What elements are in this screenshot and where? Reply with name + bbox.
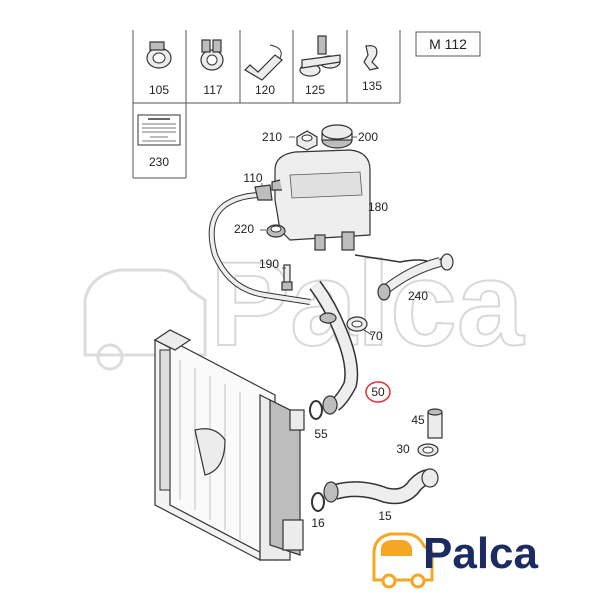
seal-16[interactable] xyxy=(311,492,325,512)
callout-70: 70 xyxy=(369,329,383,343)
callout-210: 210 xyxy=(262,130,282,144)
callout-30: 30 xyxy=(396,442,410,456)
hose-clip-icon[interactable] xyxy=(244,44,283,81)
engine-code-box: M 112 xyxy=(415,31,481,57)
warning-label-icon[interactable] xyxy=(137,114,181,146)
radiator[interactable] xyxy=(153,329,305,561)
part-230-number: 230 xyxy=(149,155,169,169)
hose-15[interactable] xyxy=(323,468,439,505)
sensor-210[interactable] xyxy=(296,130,318,151)
highlight-50[interactable]: 50 xyxy=(365,381,391,403)
hose-50[interactable] xyxy=(309,280,359,415)
watermark-text: Palca xyxy=(210,237,525,371)
grommet-220[interactable] xyxy=(266,224,286,238)
callout-55: 55 xyxy=(314,427,328,441)
hose-240[interactable] xyxy=(354,253,454,301)
part-120-number: 120 xyxy=(255,83,275,97)
car-silhouette-icon xyxy=(372,532,434,589)
callout-50: 50 xyxy=(371,385,385,399)
brand-logo[interactable]: Palca xyxy=(372,529,539,589)
bent-clip-icon[interactable] xyxy=(363,45,380,71)
part-125-number: 125 xyxy=(305,83,325,97)
callout-16: 16 xyxy=(311,516,325,530)
spring-clamp-icon[interactable] xyxy=(200,39,224,71)
clamp-30[interactable] xyxy=(417,443,439,457)
part-117-number: 117 xyxy=(203,83,222,97)
callout-110: 110 xyxy=(243,171,262,185)
accessory-grid xyxy=(132,30,401,179)
clamp-70[interactable] xyxy=(346,316,368,332)
callout-200: 200 xyxy=(358,130,378,144)
logo-text: Palca xyxy=(423,529,539,578)
band-clamp-icon[interactable] xyxy=(146,41,172,69)
seal-55[interactable] xyxy=(309,400,323,420)
watermark: Palca xyxy=(83,236,526,372)
callout-240: 240 xyxy=(408,289,428,303)
leader-lines xyxy=(260,136,373,336)
radiator-cap[interactable] xyxy=(321,124,353,149)
expansion-tank[interactable] xyxy=(271,149,371,251)
engine-code-label: M 112 xyxy=(429,36,467,52)
sensor-190[interactable] xyxy=(281,264,293,291)
callout-220: 220 xyxy=(234,222,254,236)
part-135-number: 135 xyxy=(362,79,382,93)
callout-15: 15 xyxy=(378,509,392,523)
callout-45: 45 xyxy=(411,413,425,427)
callout-190: 190 xyxy=(259,257,279,271)
part-105-number: 105 xyxy=(149,83,169,97)
bracket-clip-icon[interactable] xyxy=(299,35,341,77)
breather-hose[interactable] xyxy=(208,184,311,305)
hose-45[interactable] xyxy=(427,408,443,439)
callout-180: 180 xyxy=(368,200,388,214)
